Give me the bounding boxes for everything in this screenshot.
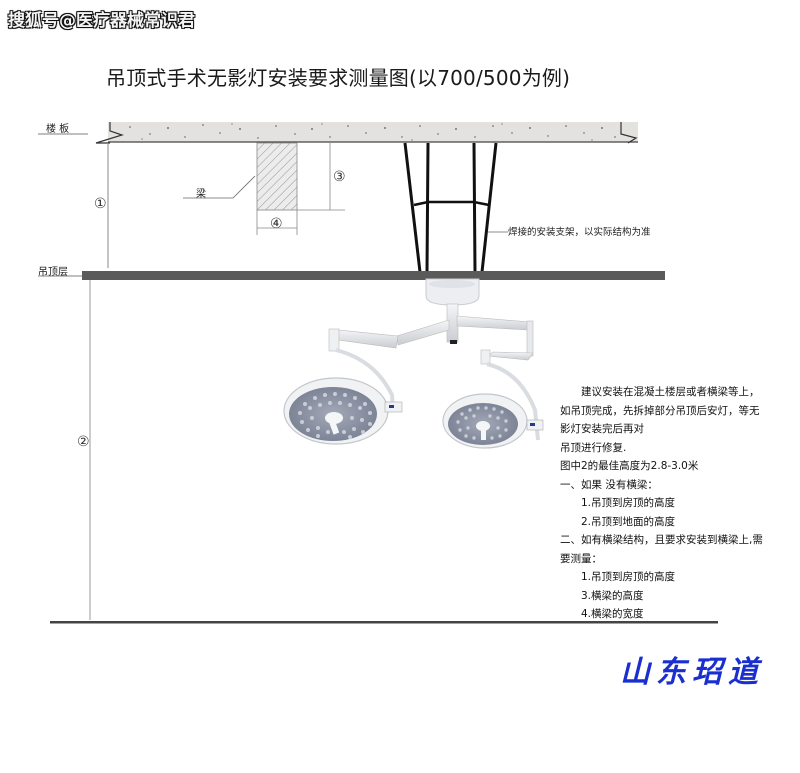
installation-notes: 建议安装在混凝土楼层或者横梁等上， 如吊顶完成，先拆掉部分吊顶后安灯，等无 影灯… (560, 383, 800, 624)
note-line: 影灯安装完后再对 (560, 423, 644, 435)
ground-line (50, 621, 718, 624)
dimension-marker-3: ③ (333, 169, 346, 185)
note-line: 4.横梁的宽度 (560, 608, 644, 620)
welded-bracket (403, 142, 498, 273)
calligraphy-signature: 山东玿道 (620, 655, 764, 690)
note-line: 图中2的最佳高度为2.8-3.0米 (560, 460, 699, 472)
note-line: 建议安装在混凝土楼层或者横梁等上， (560, 386, 760, 398)
ceiling-layer (82, 271, 665, 280)
note-line: 2.吊顶到地面的高度 (560, 515, 676, 528)
page-title: 吊顶式手术无影灯安装要求测量图(以700/500为例) (106, 66, 571, 90)
bracket-note: 焊接的安装支架，以实际结构为准 (508, 227, 651, 238)
dimension-marker-4: ④ (270, 216, 283, 232)
note-line: 3.横梁的高度 (560, 589, 644, 602)
note-line: 二、如有横梁结构，且要求安装到横梁上,需 (560, 534, 763, 546)
surgical-lamp (283, 278, 544, 449)
dimension-marker-1: ① (94, 196, 107, 212)
note-line: 一、如果 没有横梁： (560, 478, 658, 491)
note-line: 如吊顶完成，先拆掉部分吊顶后安灯，等无 (560, 404, 760, 417)
note-line: 1.吊顶到房顶的高度 (560, 571, 676, 583)
watermark: 搜狐号@医疗器械常识君 (8, 11, 195, 31)
ceiling-layer-label: 吊顶层 (38, 267, 68, 278)
note-line: 1.吊顶到房顶的高度 (560, 497, 676, 509)
dimension-marker-2: ② (77, 434, 90, 450)
beam (183, 142, 345, 235)
floor-slab-label: 楼 板 (46, 124, 70, 135)
floor-slab (95, 122, 638, 144)
note-line: 吊顶进行修复. (560, 441, 627, 454)
note-line: 要测量： (560, 552, 602, 565)
beam-label: 梁 (196, 189, 206, 200)
